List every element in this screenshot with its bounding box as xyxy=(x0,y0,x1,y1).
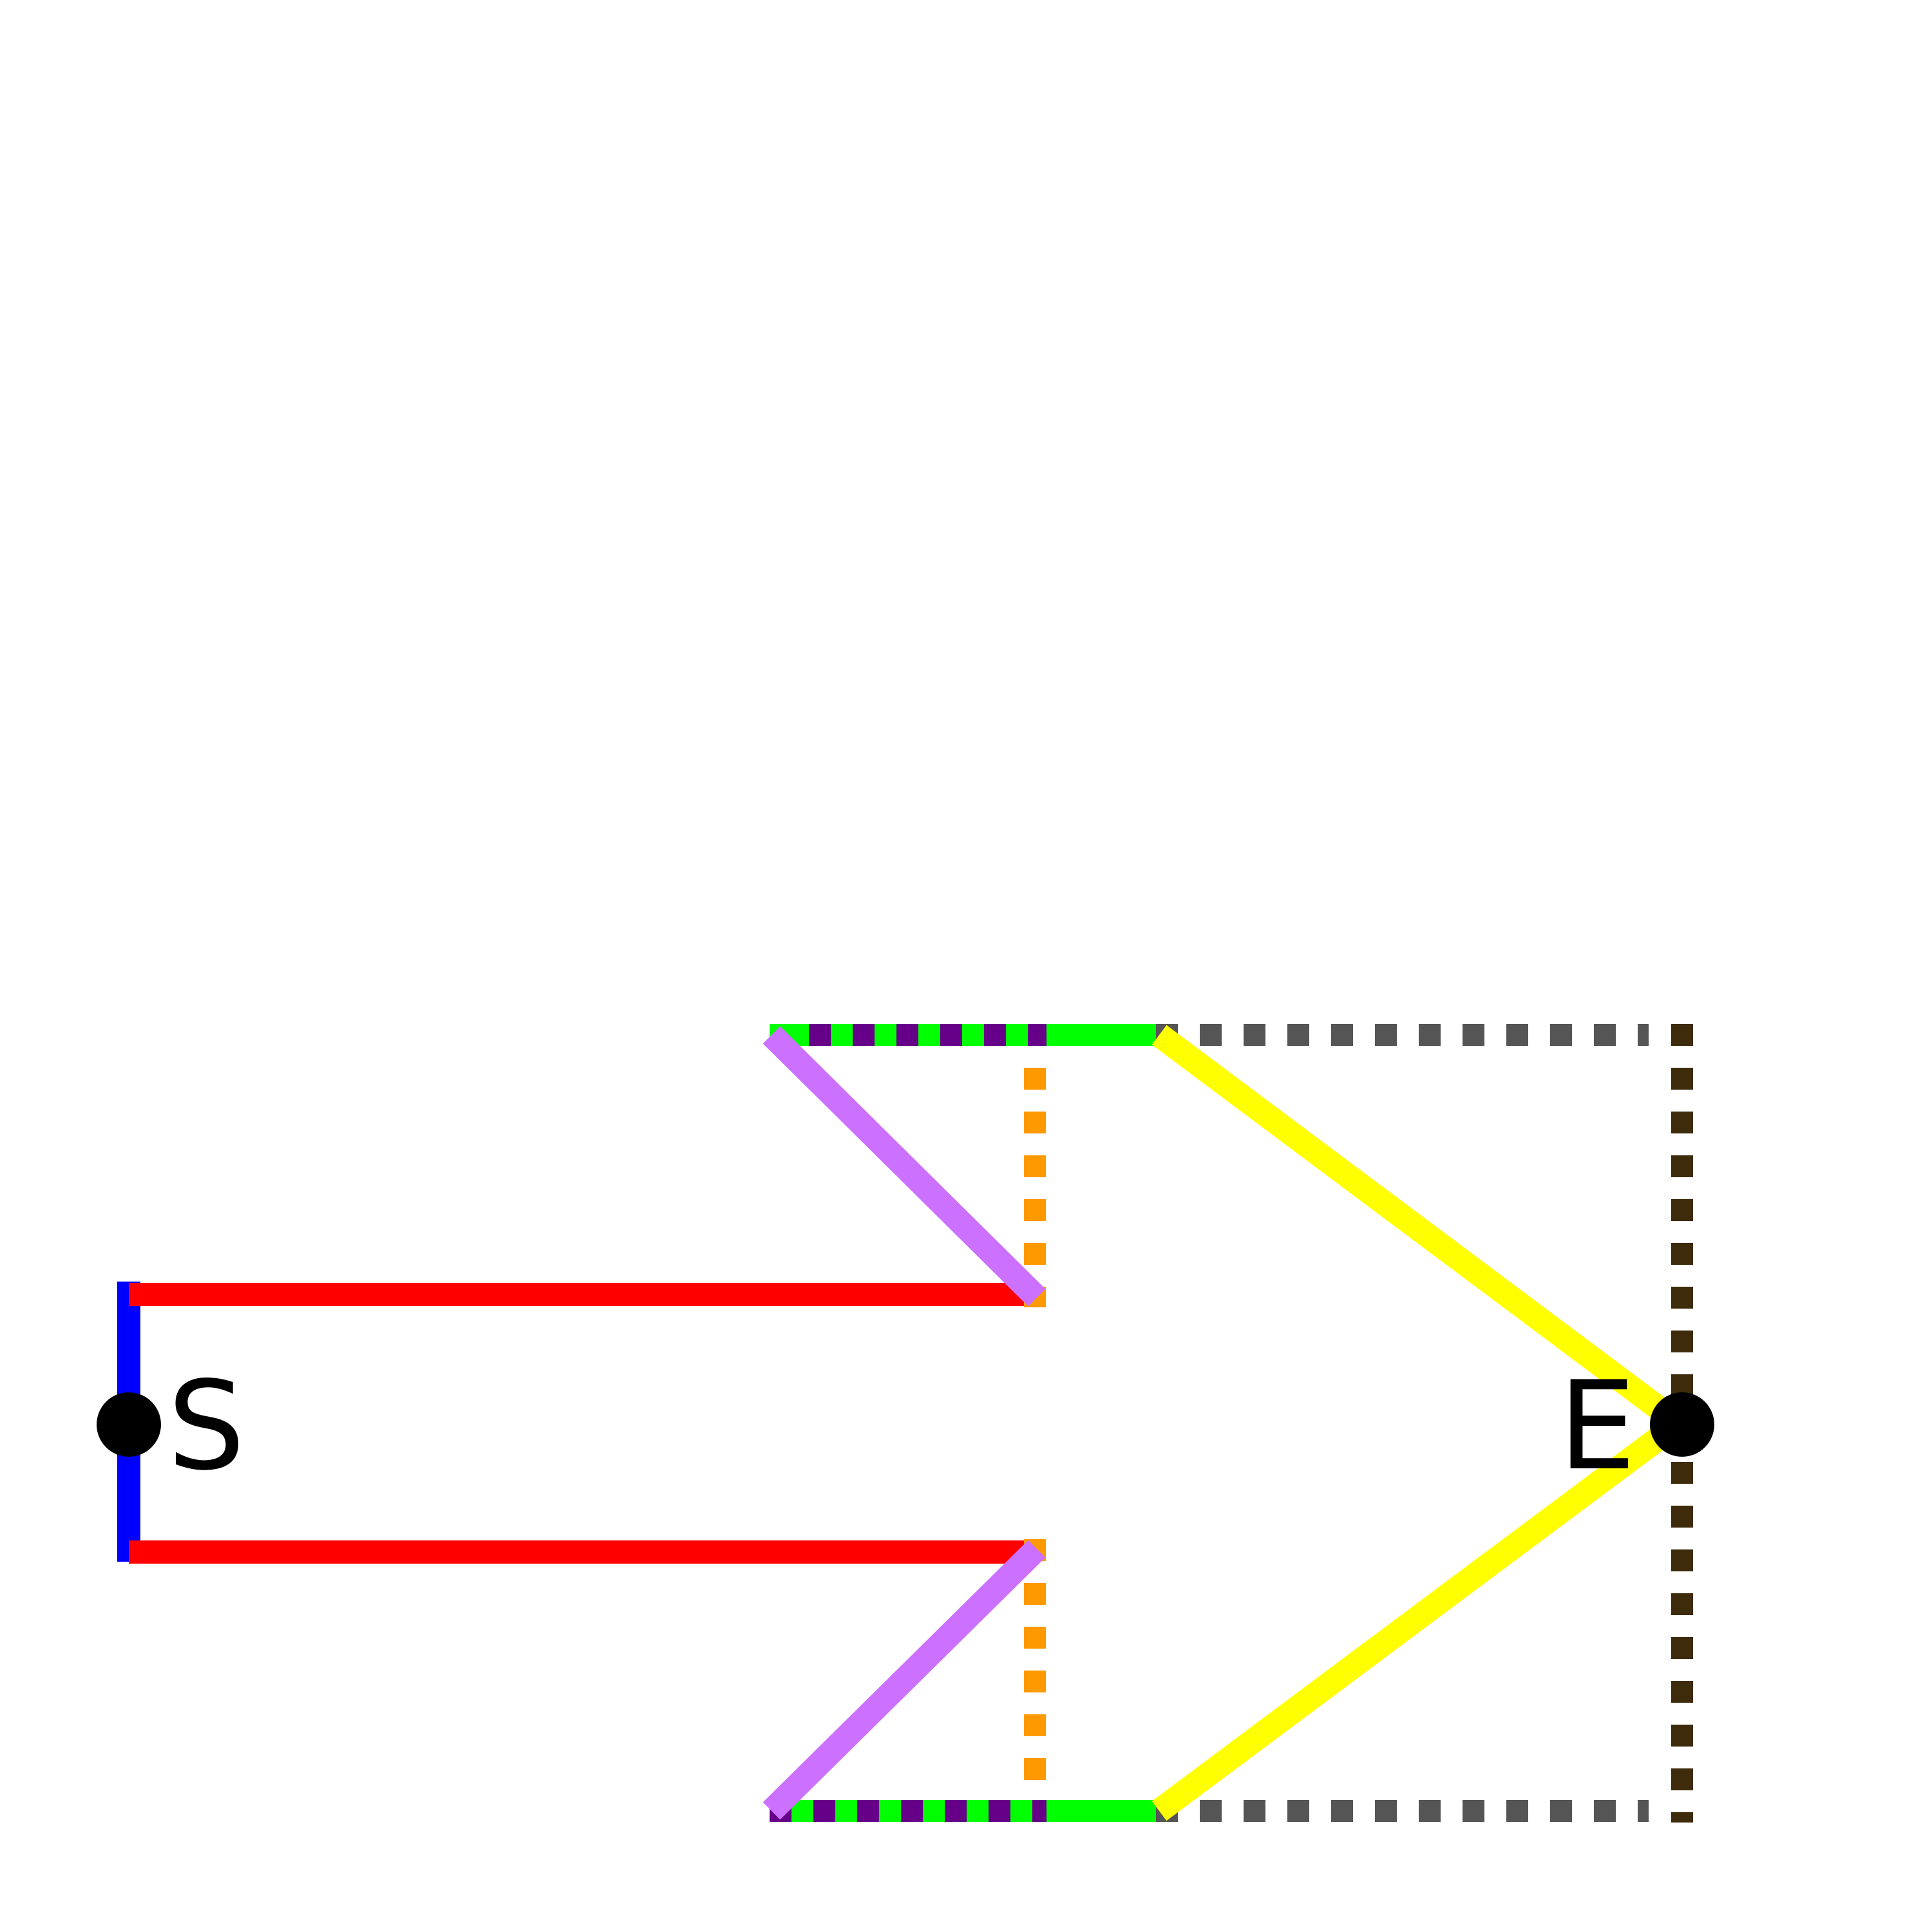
lavender-diagonal-lower xyxy=(762,1540,1046,1820)
start-label: S xyxy=(167,1355,245,1497)
yellow-diagonal-lower xyxy=(1151,1416,1682,1821)
end-label: E xyxy=(1558,1355,1636,1497)
lavender-diagonal-upper xyxy=(762,1026,1046,1307)
start-node xyxy=(97,1392,161,1457)
end-node xyxy=(1650,1392,1714,1457)
yellow-diagonal-upper xyxy=(1151,1025,1682,1430)
